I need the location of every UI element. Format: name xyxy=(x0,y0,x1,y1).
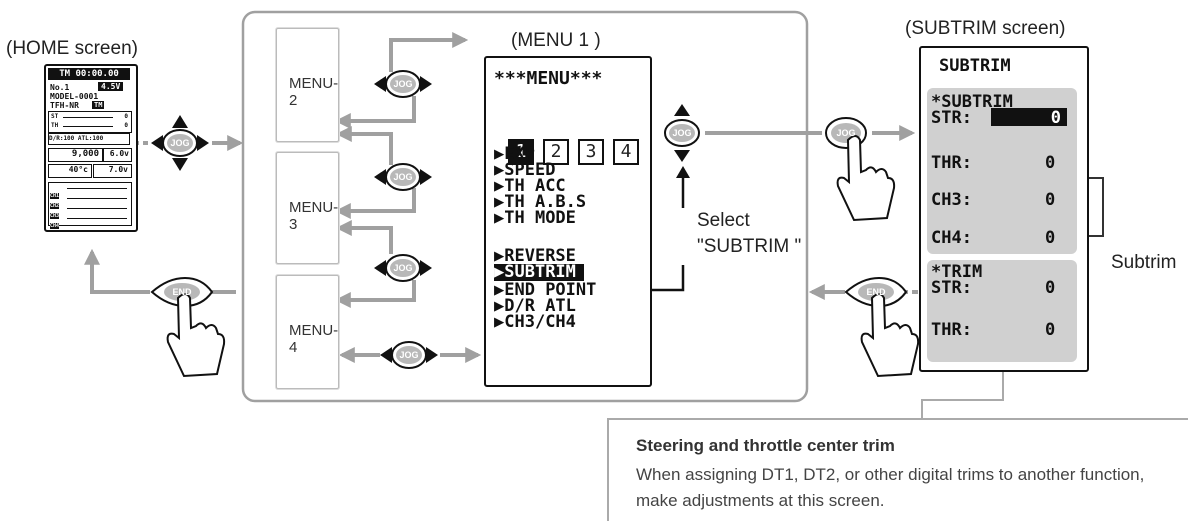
subtrim-bracket xyxy=(1086,177,1104,237)
menu3-label: MENU-3 xyxy=(289,199,339,233)
jog-label-home: JOG xyxy=(170,138,190,148)
trim-group-header: *TRIM xyxy=(931,262,983,282)
select-caption-line1: Select xyxy=(697,210,750,231)
home-timer: TM 00:00.00 xyxy=(48,68,130,80)
trim-group: *TRIM STR: 0 THR: 0 xyxy=(927,260,1077,362)
jog-label-menu3: JOG xyxy=(393,172,413,182)
trim-thr-label: THR: xyxy=(931,320,972,340)
menu-item-speed[interactable]: ▶SPEED xyxy=(494,160,556,180)
subtrim-group-header: *SUBTRIM xyxy=(931,92,1013,112)
menu2-back-arrow xyxy=(334,96,416,129)
subtrim-screen: SUBTRIM *SUBTRIM STR: 0 THR: 0 CH3: 0 CH… xyxy=(919,46,1089,372)
tab-3[interactable]: 3 xyxy=(578,139,604,165)
home-val3: 7.0v xyxy=(108,165,128,174)
menu-item-end-point[interactable]: ▶END POINT xyxy=(494,280,597,300)
trim-str-label: STR: xyxy=(931,278,972,298)
menu1-tabs: 1 2 3 4 xyxy=(508,139,639,165)
menu4-forward-arrow xyxy=(335,220,393,254)
home-st-value: 0 xyxy=(124,113,128,120)
info-title: Steering and throttle center trim xyxy=(636,436,895,455)
menu-item-ch3-ch4[interactable]: ▶CH3/CH4 xyxy=(494,312,576,332)
end-label-subtrim: END xyxy=(866,287,886,297)
select-caption-line2: "SUBTRIM " xyxy=(697,236,802,257)
home-screen: TM 00:00.00 No.1 4.5V MODEL-0001 TFH-NR … xyxy=(44,64,138,232)
menu2-forward-arrow xyxy=(389,32,469,72)
home-val2: 6.0v xyxy=(109,149,129,158)
home-temp: 40°c xyxy=(68,165,88,174)
home-channel-box: CH1 CH2 CH3 CH4 xyxy=(48,182,132,229)
menu1-header: ***MENU*** xyxy=(494,68,603,89)
jog-label-menu4: JOG xyxy=(393,263,413,273)
subtrim-ch4-label: CH4: xyxy=(931,228,972,248)
menu4-label: MENU-4 xyxy=(289,322,339,356)
menu-item-dr-atl[interactable]: ▶D/R ATL xyxy=(494,296,576,316)
subtrim-group: *SUBTRIM STR: 0 THR: 0 CH3: 0 CH4: 0 xyxy=(927,88,1077,254)
jog-label-menu1: JOG xyxy=(672,128,692,138)
tab-4[interactable]: 4 xyxy=(613,139,639,165)
tab-2[interactable]: 2 xyxy=(543,139,569,165)
home-ch2: CH2 xyxy=(50,203,60,209)
menu1-caption: (MENU 1 ) xyxy=(511,30,601,51)
menu-item-th-acc[interactable]: ▶TH ACC xyxy=(494,176,566,196)
home-th-value: 0 xyxy=(124,122,128,129)
menu3-forward-arrow xyxy=(335,126,393,165)
home-ch1: CH1 xyxy=(50,193,60,199)
end-label-home: END xyxy=(172,287,192,297)
subtrim-str-label: STR: xyxy=(931,108,972,128)
subtrim-label: Subtrim xyxy=(1111,252,1177,273)
home-ch4: CH4 xyxy=(50,223,60,229)
menu4-card[interactable]: MENU-4 xyxy=(276,275,339,389)
subtrim-title: SUBTRIM xyxy=(939,56,1011,76)
menu2-label: MENU-2 xyxy=(289,75,339,109)
info-text: When assigning DT1, DT2, or other digita… xyxy=(636,465,1145,510)
subtrim-thr-label: THR: xyxy=(931,153,972,173)
info-connector xyxy=(921,350,1004,418)
select-pointer-line xyxy=(645,265,685,292)
home-val1: 9,000 xyxy=(71,149,99,159)
jog-label-press: JOG xyxy=(836,128,856,138)
menu1-screen: ***MENU*** 1 2 3 4 ▶EXP ▶SPEED ▶TH ACC ▶… xyxy=(484,56,652,387)
subtrim-ch3-label: CH3: xyxy=(931,190,972,210)
subtrim-ch3-value[interactable]: 0 xyxy=(1045,190,1056,210)
menu-item-exp[interactable]: ▶EXP xyxy=(494,144,535,164)
menu-item-th-abs[interactable]: ▶TH A.B.S xyxy=(494,192,587,212)
subtrim-ch4-value[interactable]: 0 xyxy=(1045,228,1056,248)
jog-label-menu4-lr: JOG xyxy=(399,350,419,360)
home-th-label: TH xyxy=(51,122,59,129)
menu2-card[interactable]: MENU-2 xyxy=(276,28,339,142)
menu-item-th-mode[interactable]: ▶TH MODE xyxy=(494,208,576,228)
menu4-back-arrow xyxy=(334,280,416,308)
menu-item-reverse[interactable]: ▶REVERSE xyxy=(494,246,576,266)
home-val2-box: 6.0v xyxy=(103,148,132,162)
home-st-label: ST xyxy=(51,113,59,120)
home-trim-box: ST 0 TH 0 xyxy=(48,111,132,133)
info-box: Steering and throttle center trim When a… xyxy=(607,418,1188,521)
home-mode-badge: TM xyxy=(92,101,105,109)
subtrim-str-value[interactable]: 0 xyxy=(991,108,1067,128)
trim-str-value[interactable]: 0 xyxy=(1045,278,1056,298)
home-screen-caption: (HOME screen) xyxy=(6,38,138,59)
menu-item-subtrim[interactable]: ▶SUBTRIM xyxy=(494,264,584,281)
home-model-no: No.1 xyxy=(50,83,70,92)
tab-1[interactable]: 1 xyxy=(508,139,534,165)
jog-label-menu2: JOG xyxy=(393,79,413,89)
subtrim-screen-caption: (SUBTRIM screen) xyxy=(905,18,1066,39)
home-model-name: MODEL-0001 xyxy=(50,92,99,101)
home-val3-box: 7.0v xyxy=(93,164,132,178)
menu-frame xyxy=(241,10,809,403)
subtrim-thr-value[interactable]: 0 xyxy=(1045,153,1056,173)
menu3-back-arrow xyxy=(334,188,416,219)
end-to-home-arrow xyxy=(84,248,150,294)
home-ch3: CH3 xyxy=(50,213,60,219)
home-voltage: 4.5V xyxy=(98,82,124,91)
home-val1-box: 9,000 xyxy=(48,148,103,162)
home-mode: TFH-NR xyxy=(50,101,79,110)
home-dr-atl: D/R:100 ATL:100 xyxy=(48,133,130,145)
trim-thr-value[interactable]: 0 xyxy=(1045,320,1056,340)
menu3-card[interactable]: MENU-3 xyxy=(276,152,339,264)
home-temp-box: 40°c xyxy=(48,164,92,178)
